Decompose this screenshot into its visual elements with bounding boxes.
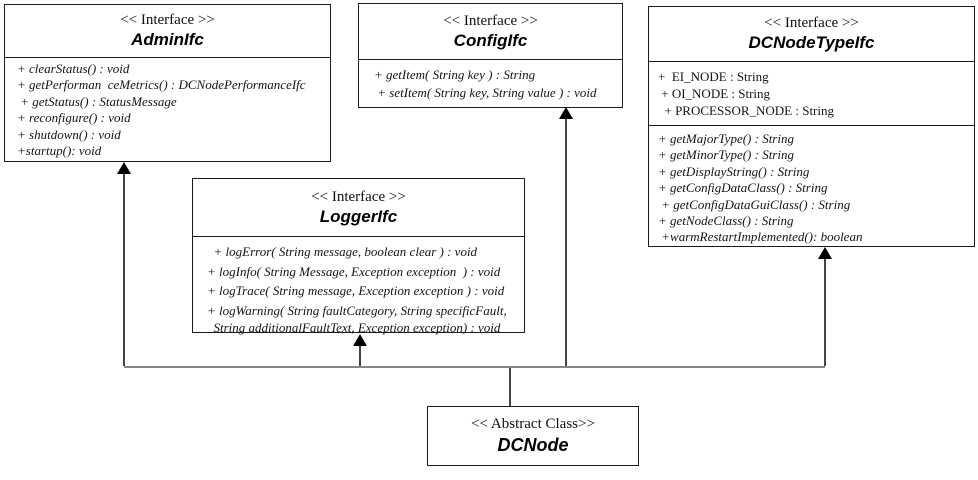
stereotype-label: << Interface >> (120, 12, 215, 28)
method-item: + getConfigDataClass() : String (658, 180, 828, 196)
class-header-loggerifc: << Interface >> LoggerIfc (193, 179, 524, 237)
method-item: + getStatus() : StatusMessage (17, 93, 177, 109)
method-item: + getItem( String key ) : String (374, 67, 536, 82)
method-item: +startup(): void (17, 143, 102, 159)
method-item: + logWarning( String faultCategory, Stri… (207, 302, 507, 318)
method-item: + clearStatus() : void (17, 61, 130, 76)
class-header-configifc: << Interface >> ConfigIfc (359, 4, 622, 60)
connector-line-dcnode-dcnodetypeifc (824, 250, 826, 366)
class-box-dcnodetypeifc: << Interface >> DCNodeTypeIfc + EI_NODE … (648, 6, 975, 247)
method-item: + getConfigDataGuiClass() : String (658, 196, 851, 212)
generalization-bus-line (124, 366, 825, 368)
class-header-adminifc: << Interface >> AdminIfc (5, 5, 330, 58)
method-item: + getMajorType() : String (658, 131, 794, 146)
class-box-loggerifc: << Interface >> LoggerIfc + logError( St… (192, 178, 525, 335)
method-item: String additionalFaultText, Exception ex… (207, 320, 501, 335)
connector-line-dcnode-loggerifc (359, 337, 361, 366)
stereotype-label: << Interface >> (311, 188, 406, 205)
generalization-arrowhead-icon (559, 107, 573, 119)
method-item: + getNodeClass() : String (658, 213, 794, 229)
method-item: + logTrace( String message, Exception ex… (207, 283, 505, 298)
connector-line-bus-dcnode (509, 368, 511, 406)
class-name-adminifc: AdminIfc (131, 30, 204, 49)
stereotype-label: << Interface >> (443, 12, 538, 29)
connector-line-dcnode-adminifc (123, 165, 125, 366)
method-compartment-dcnodetypeifc: + getMajorType() : String + getMinorType… (649, 126, 974, 246)
stereotype-label: << Interface >> (764, 15, 859, 31)
generalization-arrowhead-icon (353, 334, 367, 346)
class-header-dcnodetypeifc: << Interface >> DCNodeTypeIfc (649, 7, 974, 62)
method-item: + reconfigure() : void (17, 110, 131, 126)
method-item: + logInfo( String Message, Exception exc… (207, 263, 501, 279)
class-box-dcnode: << Abstract Class>> DCNode (427, 406, 639, 466)
method-compartment-configifc: + getItem( String key ) : String + setIt… (359, 60, 622, 102)
method-compartment-adminifc: + clearStatus() : void + getPerforman ce… (5, 58, 330, 159)
generalization-arrowhead-icon (818, 247, 832, 259)
method-item: + getMinorType() : String (658, 147, 794, 163)
attribute-item: + PROCESSOR_NODE : String (658, 103, 835, 118)
method-item: + getDisplayString() : String (658, 163, 810, 179)
method-compartment-loggerifc: + logError( String message, boolean clea… (193, 237, 524, 335)
attribute-compartment-dcnodetypeifc: + EI_NODE : String + OI_NODE : String + … (649, 62, 974, 126)
class-name-loggerifc: LoggerIfc (319, 206, 398, 226)
method-item: + getPerforman ceMetrics() : DCNodePerfo… (17, 77, 306, 93)
method-item: +warmRestartImplemented(): boolean (658, 229, 863, 245)
class-name-configifc: ConfigIfc (453, 30, 528, 50)
class-name-dcnodetypeifc: DCNodeTypeIfc (748, 33, 875, 52)
class-name-dcnode: DCNode (497, 435, 569, 455)
attribute-item: + EI_NODE : String (658, 69, 769, 84)
class-box-configifc: << Interface >> ConfigIfc + getItem( Str… (358, 3, 623, 108)
generalization-arrowhead-icon (117, 162, 131, 174)
class-header-dcnode: << Abstract Class>> DCNode (428, 407, 638, 465)
class-box-adminifc: << Interface >> AdminIfc + clearStatus()… (4, 4, 331, 162)
connector-line-dcnode-configifc (565, 110, 567, 366)
method-item: + logError( String message, boolean clea… (207, 244, 478, 259)
method-item: + setItem( String key, String value ) : … (374, 85, 597, 100)
method-item: + shutdown() : void (17, 126, 121, 142)
attribute-item: + OI_NODE : String (658, 86, 771, 101)
stereotype-label: << Abstract Class>> (471, 416, 595, 432)
